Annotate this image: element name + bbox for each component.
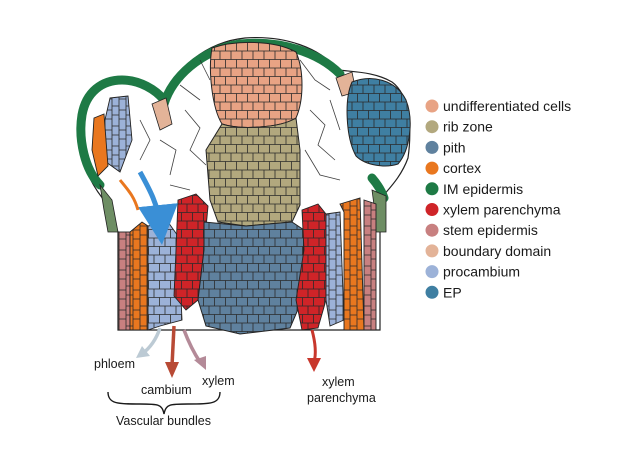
- stem-epidermis-right-texture: [364, 200, 376, 330]
- legend-label-ep: EP: [443, 284, 462, 300]
- legend-swatch-pith: [425, 140, 439, 154]
- cambium-arrowhead: [165, 362, 179, 378]
- legend-label-im_epidermis: IM epidermis: [443, 181, 523, 197]
- legend: undifferentiated cells rib zone pith cortex…: [425, 98, 571, 300]
- label-phloem: phloem: [94, 357, 135, 371]
- procambium-right-texture: [326, 212, 344, 326]
- legend-label-boundary: boundary domain: [443, 243, 551, 259]
- annotation-arrows: [107, 325, 321, 415]
- legend-label-xylem_parenchyma: xylem parenchyma: [443, 202, 561, 218]
- legend-label-undiff: undifferentiated cells: [443, 98, 571, 114]
- legend-label-procambium: procambium: [443, 264, 520, 280]
- legend-swatch-cortex: [425, 161, 439, 175]
- procambium-primordium-left-texture: [104, 96, 132, 172]
- legend-label-pith: pith: [443, 139, 466, 155]
- im-epidermis-left: [76, 75, 169, 190]
- legend-swatch-undiff: [425, 99, 439, 113]
- xylem-arrowhead: [194, 356, 206, 370]
- tissue-diagram: [76, 36, 411, 335]
- stem-epidermis-left-texture: [118, 232, 130, 330]
- legend-swatch-procambium: [425, 265, 439, 279]
- legend-swatch-im_epidermis: [425, 182, 439, 196]
- label-xylem: xylem: [202, 374, 235, 388]
- cortex-left-texture: [130, 222, 148, 330]
- label-vascular-bundles: Vascular bundles: [116, 414, 211, 428]
- ep-cells-texture: [347, 78, 411, 166]
- transition-arrow: [137, 170, 178, 245]
- xylem-parenchyma-left-texture: [174, 194, 208, 310]
- cortex-right-texture: [340, 198, 364, 330]
- rib-zone-texture: [206, 118, 300, 226]
- xylem-arrow: [182, 329, 202, 363]
- legend-swatch-rib: [425, 120, 439, 134]
- xylem-parenchyma-arrow: [310, 329, 317, 363]
- label-cambium: cambium: [141, 383, 192, 397]
- label-xylem-parenchyma-1: xylem: [322, 375, 355, 389]
- pith-cells-texture: [198, 222, 304, 334]
- xylem-parenchyma-arrowhead: [307, 358, 321, 372]
- stem-epidermis-left-transition: [99, 183, 119, 233]
- label-xylem-parenchyma-2: parenchyma: [307, 391, 376, 405]
- white-cell-network: [139, 59, 341, 191]
- legend-label-stem_epidermis: stem epidermis: [443, 222, 538, 238]
- xylem-parenchyma-right-texture: [296, 204, 326, 330]
- legend-swatch-ep: [425, 285, 439, 299]
- phloem-arrowhead: [136, 346, 150, 358]
- legend-label-rib: rib zone: [443, 119, 493, 135]
- legend-swatch-xylem_parenchyma: [425, 203, 439, 216]
- transition-arrow-tail: [118, 179, 140, 211]
- legend-label-cortex: cortex: [443, 160, 481, 176]
- undifferentiated-cells-texture: [210, 42, 302, 128]
- vascular-bundles-brace: [107, 391, 221, 415]
- procambium-left-texture: [148, 222, 182, 330]
- cambium-arrow: [170, 325, 176, 367]
- legend-swatch-stem_epidermis: [425, 223, 439, 237]
- legend-swatch-boundary: [425, 244, 439, 258]
- cortex-primordium-left: [91, 113, 109, 177]
- boundary-domain-left: [151, 97, 173, 131]
